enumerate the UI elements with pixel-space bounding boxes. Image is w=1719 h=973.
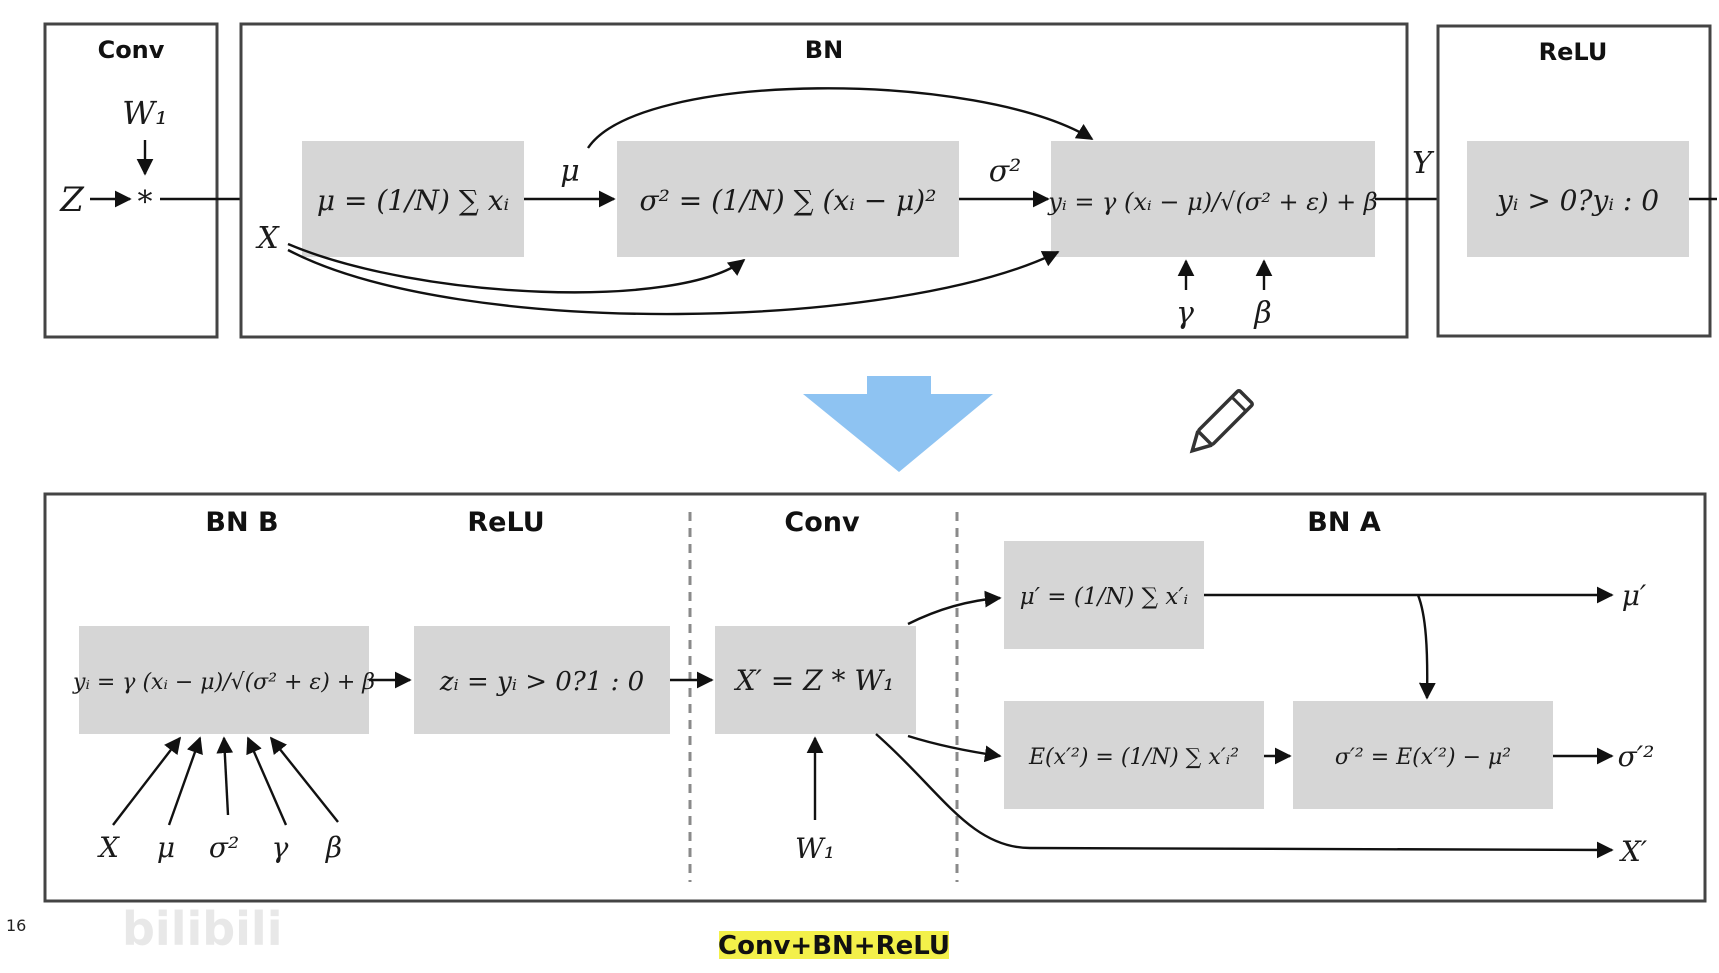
variance-formula: σ² = (1/N) ∑ (xᵢ − μ)² <box>640 184 937 217</box>
variance-box <box>617 141 959 257</box>
bottom-conv-box <box>715 626 916 734</box>
sigma-prime-formula: σ′² = E(x′²) − μ² <box>1335 745 1511 770</box>
bottom-relu-box <box>414 626 670 734</box>
header-bn-a: BN A <box>1307 507 1381 538</box>
sigma-prime-box <box>1293 701 1553 809</box>
mean-box <box>302 141 524 257</box>
header-bn-b: BN B <box>205 507 278 538</box>
bnb-input-beta: β <box>325 831 342 864</box>
bnb-box <box>79 626 369 734</box>
top-relu-title: ReLU <box>1539 38 1608 66</box>
down-arrow-icon <box>803 376 993 472</box>
header-relu: ReLU <box>467 507 544 538</box>
bnb-input-sigma: σ² <box>209 831 239 864</box>
bottom-conv-formula: X′ = Z * W₁ <box>734 664 895 697</box>
bnb-input-mu: μ <box>157 831 175 864</box>
output-sigma-prime: σ′² <box>1618 740 1655 773</box>
top-conv-weight: W₁ <box>122 94 168 132</box>
relu-box <box>1467 141 1689 257</box>
normalize-formula: yᵢ = γ (xᵢ − μ)/√(σ² + ε) + β <box>1047 188 1377 216</box>
bnb-formula: yᵢ = γ (xᵢ − μ)/√(σ² + ε) + β <box>72 670 375 695</box>
pencil-icon <box>1189 389 1254 454</box>
bn-input-x: X <box>255 221 280 256</box>
sigma-label: σ² <box>989 154 1022 189</box>
mu-label: μ <box>560 154 580 189</box>
bnb-inputs: X μ σ² γ β <box>97 736 342 864</box>
top-bn-block: BN μ = (1/N) ∑ xᵢ μ σ² = (1/N) ∑ (xᵢ − μ… <box>239 22 1409 339</box>
mean-formula: μ = (1/N) ∑ xᵢ <box>317 184 509 217</box>
relu-formula: yᵢ > 0?yᵢ : 0 <box>1495 184 1659 217</box>
gamma-label: γ <box>1176 296 1194 331</box>
bnb-input-x: X <box>97 831 120 864</box>
mu-prime-formula: μ′ = (1/N) ∑ x′ᵢ <box>1020 584 1188 610</box>
caption-highlight <box>719 931 949 959</box>
bottom-relu-formula: zᵢ = yᵢ > 0?1 : 0 <box>439 667 644 697</box>
top-conv-title: Conv <box>98 36 165 64</box>
caption: Conv+BN+ReLU <box>718 931 950 961</box>
top-conv-input-z: Z <box>59 180 85 220</box>
y-label: Y <box>1412 146 1435 181</box>
header-conv: Conv <box>784 507 860 538</box>
beta-label: β <box>1253 296 1271 331</box>
normalize-box <box>1051 141 1375 257</box>
mu-prime-box <box>1004 541 1204 649</box>
top-bn-title: BN <box>805 36 843 64</box>
bottom-conv-weight: W₁ <box>795 832 835 865</box>
ex2-box <box>1004 701 1264 809</box>
ex2-formula: E(x′²) = (1/N) ∑ x′ᵢ² <box>1028 745 1239 770</box>
output-x-prime: X′ <box>1619 835 1648 868</box>
top-conv-op: * <box>138 185 153 220</box>
page-number: 16 <box>6 916 26 935</box>
output-mu-prime: μ′ <box>1622 579 1647 612</box>
top-conv-block: Conv W₁ Z * <box>43 22 300 339</box>
watermark: bilibili <box>122 902 282 956</box>
top-relu-block: ReLU yᵢ > 0?yᵢ : 0 <box>1436 24 1717 338</box>
bnb-input-gamma: γ <box>272 831 289 864</box>
